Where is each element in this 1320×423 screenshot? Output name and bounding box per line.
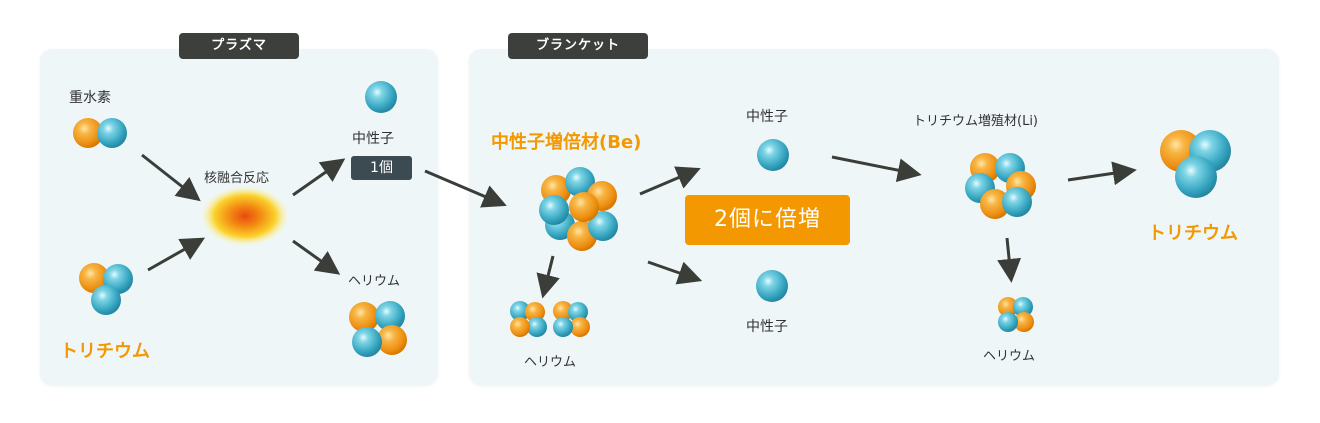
lithium-cluster xyxy=(965,153,1036,219)
arrow-fusion-neutron xyxy=(292,158,346,197)
arrow-be-helium xyxy=(536,255,560,299)
helium-atoms-be xyxy=(510,301,590,337)
fusion-reaction-label: 核融合反応 xyxy=(204,171,270,186)
helium-li-label: ヘリウム xyxy=(983,349,1036,364)
arrow-be-neutron-lower xyxy=(647,260,703,285)
tritium-in-label: トリチウム xyxy=(60,341,150,362)
plasma-tag: プラズマ xyxy=(179,33,299,59)
deuterium-atom xyxy=(73,118,127,148)
neutron-upper-label: 中性子 xyxy=(746,109,788,125)
doubled-tag: 2個に倍増 xyxy=(685,195,850,245)
neutron-atom-top xyxy=(365,81,397,113)
tritium-out-label: トリチウム xyxy=(1148,223,1238,244)
neutron-atom-upper xyxy=(757,139,789,171)
arrow-be-neutron-upper xyxy=(639,166,701,196)
deuterium-label: 重水素 xyxy=(69,90,111,106)
neutron-top-label: 中性子 xyxy=(352,131,394,147)
beryllium-cluster xyxy=(539,167,618,251)
helium-atom-plasma xyxy=(349,301,407,357)
tritium-atom-out xyxy=(1160,130,1231,198)
blanket-tag: ブランケット xyxy=(508,33,648,59)
arrow-li-tritium xyxy=(1067,161,1137,186)
arrow-tritium-fusion xyxy=(147,237,206,272)
fusion-glow xyxy=(201,186,289,246)
arrow-li-helium xyxy=(997,237,1022,283)
neutron-count-tag: 1個 xyxy=(351,156,412,180)
neutron-atom-lower xyxy=(756,270,788,302)
arrow-neutron-to-li xyxy=(831,155,922,183)
neutron-lower-label: 中性子 xyxy=(746,319,788,335)
multiplier-label: 中性子増倍材(Be) xyxy=(491,132,642,153)
helium-be-label: ヘリウム xyxy=(524,355,577,370)
arrow-deuterium-fusion xyxy=(141,153,201,202)
helium-plasma-label: ヘリウム xyxy=(348,274,401,289)
breeder-label: トリチウム増殖材(Li) xyxy=(913,114,1038,129)
arrow-fusion-helium xyxy=(292,239,341,275)
arrow-neutron-to-be xyxy=(424,169,507,208)
tritium-atom-in xyxy=(79,263,133,315)
helium-atom-li xyxy=(998,297,1034,332)
